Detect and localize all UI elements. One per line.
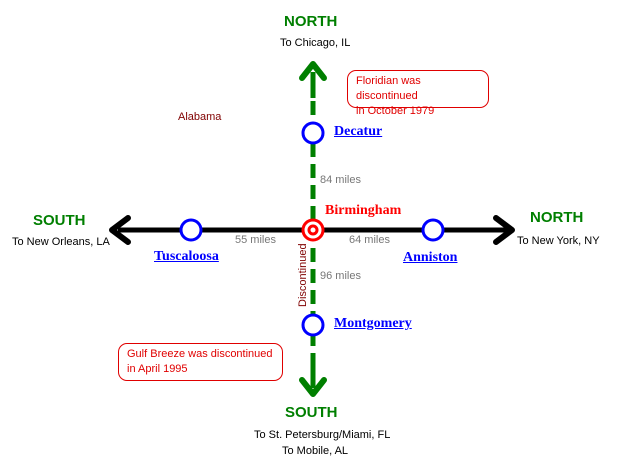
decatur-distance: 84 miles: [320, 174, 361, 186]
west-arrow-icon: [109, 215, 131, 245]
decatur-station-icon[interactable]: [301, 121, 325, 145]
north-right-label: NORTH: [530, 209, 584, 226]
birmingham-hub-label: Birmingham: [325, 203, 402, 218]
tuscaloosa-distance: 55 miles: [235, 234, 276, 246]
montgomery-station-icon[interactable]: [301, 313, 325, 337]
st-petersburg-miami-destination: To St. Petersburg/Miami, FL: [254, 429, 391, 441]
decatur-station-link[interactable]: Decatur: [334, 124, 383, 139]
south-bottom-label: SOUTH: [285, 404, 338, 421]
anniston-station-link[interactable]: Anniston: [403, 250, 458, 265]
tuscaloosa-station-icon[interactable]: [179, 218, 203, 242]
anniston-station-icon[interactable]: [421, 218, 445, 242]
gulf-breeze-note-line-1: Gulf Breeze was discontinued: [127, 348, 273, 360]
south-left-label: SOUTH: [33, 212, 86, 229]
east-arrow-icon: [493, 215, 515, 245]
montgomery-distance: 96 miles: [320, 270, 361, 282]
floridian-note-line-1: Floridian was discontinued: [356, 75, 421, 102]
floridian-note-line-2: in October 1979: [356, 105, 435, 117]
discontinued-line-label: Discontinued: [297, 243, 309, 307]
state-label: Alabama: [178, 111, 222, 123]
chicago-destination: To Chicago, IL: [280, 37, 351, 49]
gulf-breeze-note-line-2: in April 1995: [127, 363, 188, 375]
south-arrow-icon: [299, 377, 327, 397]
new-orleans-destination: To New Orleans, LA: [12, 236, 110, 248]
gulf-breeze-note: Gulf Breeze was discontinued in April 19…: [118, 343, 283, 381]
montgomery-station-link[interactable]: Montgomery: [334, 316, 412, 331]
new-york-destination: To New York, NY: [517, 235, 600, 247]
tuscaloosa-station-link[interactable]: Tuscaloosa: [154, 249, 219, 264]
mobile-destination: To Mobile, AL: [282, 445, 349, 457]
floridian-note: Floridian was discontinued in October 19…: [347, 70, 489, 117]
north-top-label: NORTH: [284, 13, 338, 30]
north-arrow-icon: [299, 61, 327, 81]
birmingham-hub-inner-icon: [307, 224, 319, 236]
anniston-distance: 64 miles: [349, 234, 390, 246]
